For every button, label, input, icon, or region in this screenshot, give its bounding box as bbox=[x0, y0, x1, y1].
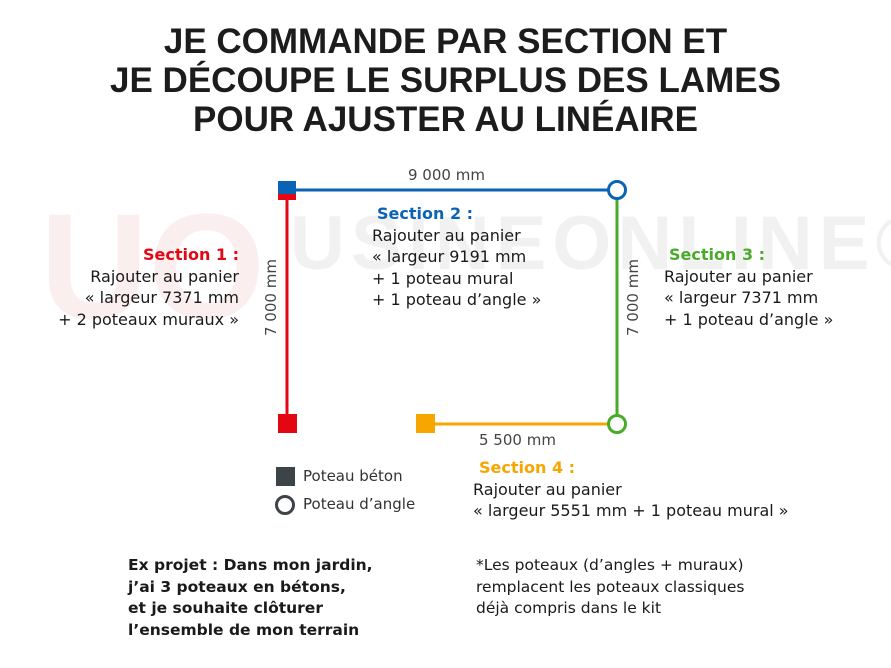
text-line: Rajouter au panier bbox=[473, 479, 622, 499]
logo-watermark: UO bbox=[40, 182, 265, 350]
page-title: JE COMMANDE PAR SECTION ET JE DÉCOUPE LE… bbox=[0, 22, 891, 139]
text-line: Rajouter au panier bbox=[90, 266, 239, 286]
text-line: « largeur 9191 mm bbox=[372, 247, 527, 266]
example-text: Ex projet : Dans mon jardin, j’ai 3 pote… bbox=[128, 555, 373, 641]
dimension-right: 7 000 mm bbox=[624, 259, 642, 336]
section-3-text: Section 3 : Rajouter au panier « largeur… bbox=[664, 244, 833, 330]
corner-post-bottom-right bbox=[607, 414, 627, 434]
corner-post-top-right bbox=[607, 180, 627, 200]
brand-watermark: USINEONLINE® bbox=[290, 201, 891, 286]
title-line: JE COMMANDE PAR SECTION ET bbox=[163, 22, 728, 61]
section-1-top-post bbox=[278, 190, 296, 200]
text-line: l’ensemble de mon terrain bbox=[128, 620, 360, 639]
text-line: « largeur 7371 mm bbox=[84, 288, 239, 307]
section-2-heading: Section 2 : bbox=[377, 204, 474, 223]
note-text: *Les poteaux (d’angles + muraux) remplac… bbox=[476, 555, 744, 620]
section-2-text: Section 2 : Rajouter au panier « largeur… bbox=[372, 203, 541, 311]
section-4-post bbox=[416, 414, 435, 433]
legend-corner-post: Poteau d’angle bbox=[303, 495, 416, 513]
text-line: et je souhaite clôturer bbox=[128, 599, 323, 617]
section-4-heading: Section 4 : bbox=[479, 458, 576, 477]
section-4-text: Section 4 : Rajouter au panier « largeur… bbox=[473, 457, 789, 522]
dimension-left: 7 000 mm bbox=[262, 259, 280, 336]
dimension-bottom: 5 500 mm bbox=[479, 431, 556, 449]
text-line: + 1 poteau d’angle » bbox=[664, 309, 834, 329]
text-line: + 1 poteau mural bbox=[372, 268, 514, 288]
title-line: POUR AJUSTER AU LINÉAIRE bbox=[193, 100, 698, 139]
title-line: JE DÉCOUPE LE SURPLUS DES LAMES bbox=[110, 61, 781, 100]
text-line: Rajouter au panier bbox=[372, 225, 521, 245]
legend-circle-icon bbox=[275, 495, 295, 515]
text-line: + 1 poteau d’angle » bbox=[372, 290, 542, 309]
text-line: Ex projet : Dans mon jardin, bbox=[128, 556, 373, 574]
section-2-post bbox=[278, 181, 296, 194]
text-line: Rajouter au panier bbox=[664, 266, 813, 286]
section-1-text: Section 1 : Rajouter au panier « largeur… bbox=[58, 244, 239, 330]
legend-square-icon bbox=[276, 467, 295, 486]
dimension-top: 9 000 mm bbox=[408, 166, 485, 184]
section-3-heading: Section 3 : bbox=[669, 245, 766, 264]
text-line: « largeur 5551 mm + 1 poteau mural » bbox=[473, 501, 789, 520]
text-line: déjà compris dans le kit bbox=[476, 599, 662, 617]
legend-concrete-post: Poteau béton bbox=[303, 467, 403, 485]
text-line: *Les poteaux (d’angles + muraux) bbox=[476, 556, 744, 574]
section-1-heading: Section 1 : bbox=[142, 245, 239, 264]
section-1-bottom-post bbox=[278, 414, 297, 433]
text-line: remplacent les poteaux classiques bbox=[476, 577, 745, 596]
text-line: + 2 poteaux muraux » bbox=[58, 309, 239, 329]
text-line: j’ai 3 poteaux en bétons, bbox=[128, 577, 346, 596]
text-line: « largeur 7371 mm bbox=[664, 288, 819, 307]
